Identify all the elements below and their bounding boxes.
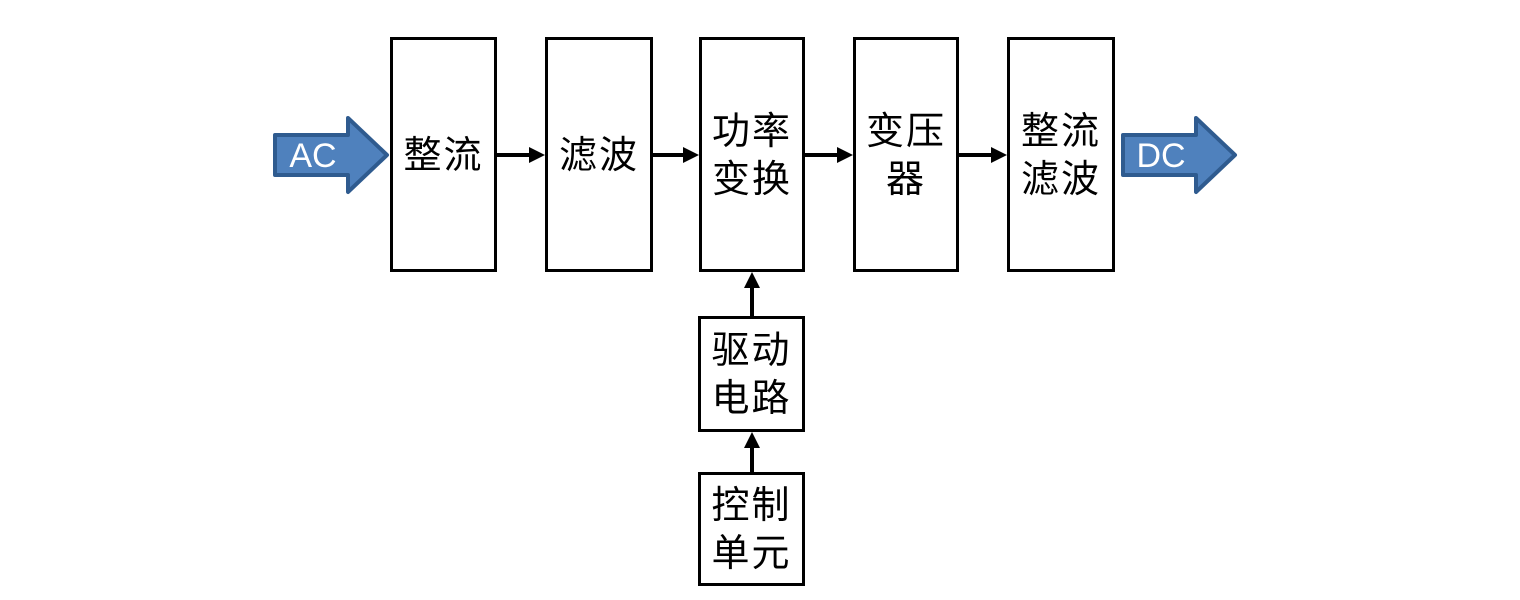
block-transformer-label: 变压 器: [865, 108, 946, 201]
block-power-conversion-label: 功率 变换: [711, 108, 792, 201]
arrow-shaft: [653, 153, 683, 157]
block-filter: 滤波: [545, 37, 653, 272]
flow-arrow-rectifier-to-filter: [497, 147, 545, 163]
block-control-unit: 控制 单元: [698, 472, 805, 586]
arrow-head-right-icon: [529, 147, 545, 163]
flow-arrow-filter-to-power-conversion: [653, 147, 699, 163]
block-rectifier-label: 整流: [403, 132, 484, 177]
arrow-head-right-icon: [837, 147, 853, 163]
ac-arrow-shape: [273, 116, 389, 194]
block-rectifier-filter-label: 整流 滤波: [1020, 108, 1101, 201]
arrow-head-up-icon: [744, 432, 760, 448]
dc-arrow-shape: [1121, 116, 1237, 194]
block-rectifier: 整流: [390, 37, 497, 272]
arrow-shaft: [750, 448, 754, 472]
ac-input-arrow-icon: AC: [273, 116, 389, 194]
arrow-head-right-icon: [991, 147, 1007, 163]
block-transformer: 变压 器: [853, 37, 959, 272]
dc-output-label: DC: [1136, 137, 1185, 175]
arrow-shaft: [497, 153, 529, 157]
arrow-shaft: [805, 153, 837, 157]
block-control-unit-label: 控制 单元: [711, 483, 792, 575]
flow-arrow-control-unit-to-drive-circuit: [744, 432, 760, 472]
block-drive-circuit-label: 驱动 电路: [711, 328, 792, 420]
ac-input-label: AC: [289, 137, 336, 175]
flow-arrow-power-conversion-to-transformer: [805, 147, 853, 163]
arrow-shaft: [750, 288, 754, 316]
block-power-conversion: 功率 变换: [699, 37, 805, 272]
block-drive-circuit: 驱动 电路: [698, 316, 805, 432]
block-filter-label: 滤波: [558, 132, 639, 177]
arrow-head-up-icon: [744, 272, 760, 288]
block-rectifier-filter: 整流 滤波: [1007, 37, 1115, 272]
flow-arrow-drive-circuit-to-power-conversion: [744, 272, 760, 316]
arrow-head-right-icon: [683, 147, 699, 163]
dc-output-arrow-icon: DC: [1121, 116, 1237, 194]
flow-arrow-transformer-to-rectifier-filter: [959, 147, 1007, 163]
arrow-shaft: [959, 153, 991, 157]
